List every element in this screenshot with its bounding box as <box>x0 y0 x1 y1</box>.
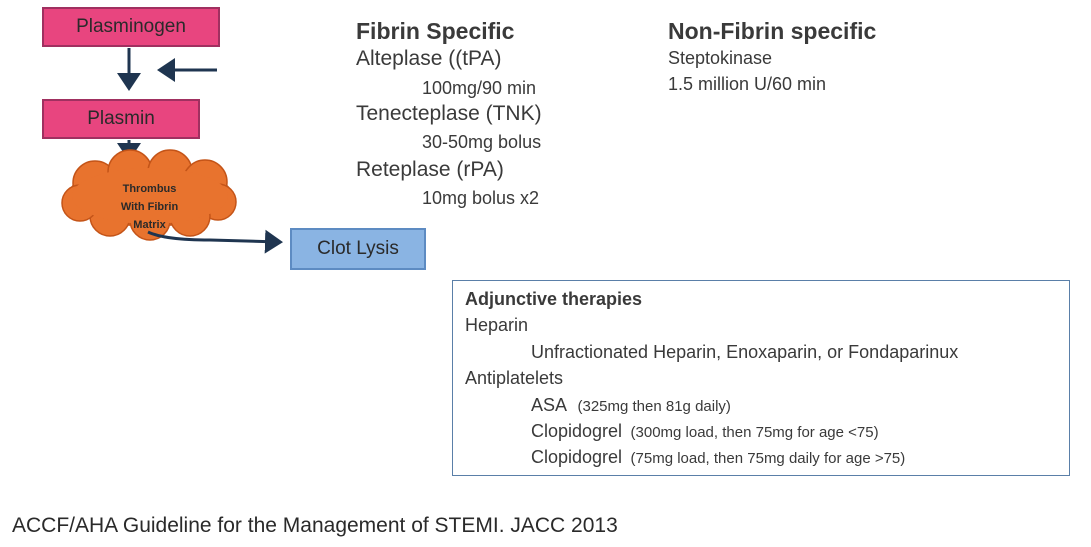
thrombus-label: Thrombus With Fibrin Matrix <box>92 180 207 234</box>
antiplatelet-detail: (300mg load, then 75mg for age <75) <box>630 424 879 441</box>
plasmin-box: Plasmin <box>42 99 200 139</box>
plasminogen-label: Plasminogen <box>76 16 186 37</box>
citation-footer: ACCF/AHA Guideline for the Management of… <box>12 514 618 537</box>
antiplatelet-name: ASA <box>531 395 568 415</box>
antiplatelet-name: Clopidogrel <box>531 447 623 467</box>
drug-name: Alteplase ((tPA) <box>356 47 502 70</box>
plasminogen-box: Plasminogen <box>42 7 220 47</box>
clot-lysis-box: Clot Lysis <box>290 228 426 270</box>
drug-dose: 10mg bolus x2 <box>422 188 540 208</box>
thrombus-line-1: Thrombus <box>122 183 177 195</box>
adjunctive-title: Adjunctive therapies <box>465 289 643 309</box>
drug-name: Reteplase (rPA) <box>356 158 504 181</box>
non-fibrin-heading: Non-Fibrin specific <box>668 18 877 44</box>
plasmin-label: Plasmin <box>87 108 155 129</box>
drug-name: Tenecteplase (TNK) <box>356 102 542 125</box>
thrombus-line-3: Matrix <box>133 219 166 231</box>
adjunctive-therapies-box: Adjunctive therapies Heparin Unfractiona… <box>452 280 1070 476</box>
antiplatelet-item: ASA (325mg then 81g daily) <box>531 395 731 416</box>
arrow-thrombus-to-clot-lysis <box>147 229 283 254</box>
antiplatelet-item: Clopidogrel (75mg load, then 75mg daily … <box>531 447 905 468</box>
fibrin-specific-heading: Fibrin Specific <box>356 18 515 44</box>
flow-diagram <box>61 48 283 254</box>
non-fibrin-drug: Steptokinase <box>668 48 773 68</box>
antiplatelets-label: Antiplatelets <box>465 368 564 388</box>
heparin-detail: Unfractionated Heparin, Enoxaparin, or F… <box>531 342 959 362</box>
drug-dose: 30-50mg bolus <box>422 132 542 152</box>
non-fibrin-dose: 1.5 million U/60 min <box>668 74 827 94</box>
thrombus-line-2: With Fibrin <box>120 201 179 213</box>
antiplatelet-item: Clopidogrel (300mg load, then 75mg for a… <box>531 421 879 442</box>
heparin-label: Heparin <box>465 315 529 335</box>
antiplatelet-name: Clopidogrel <box>531 421 623 441</box>
antiplatelet-detail: (75mg load, then 75mg daily for age >75) <box>630 450 906 467</box>
drug-dose: 100mg/90 min <box>422 78 537 98</box>
clot-lysis-label: Clot Lysis <box>317 238 399 259</box>
antiplatelet-detail: (325mg then 81g daily) <box>577 398 731 415</box>
